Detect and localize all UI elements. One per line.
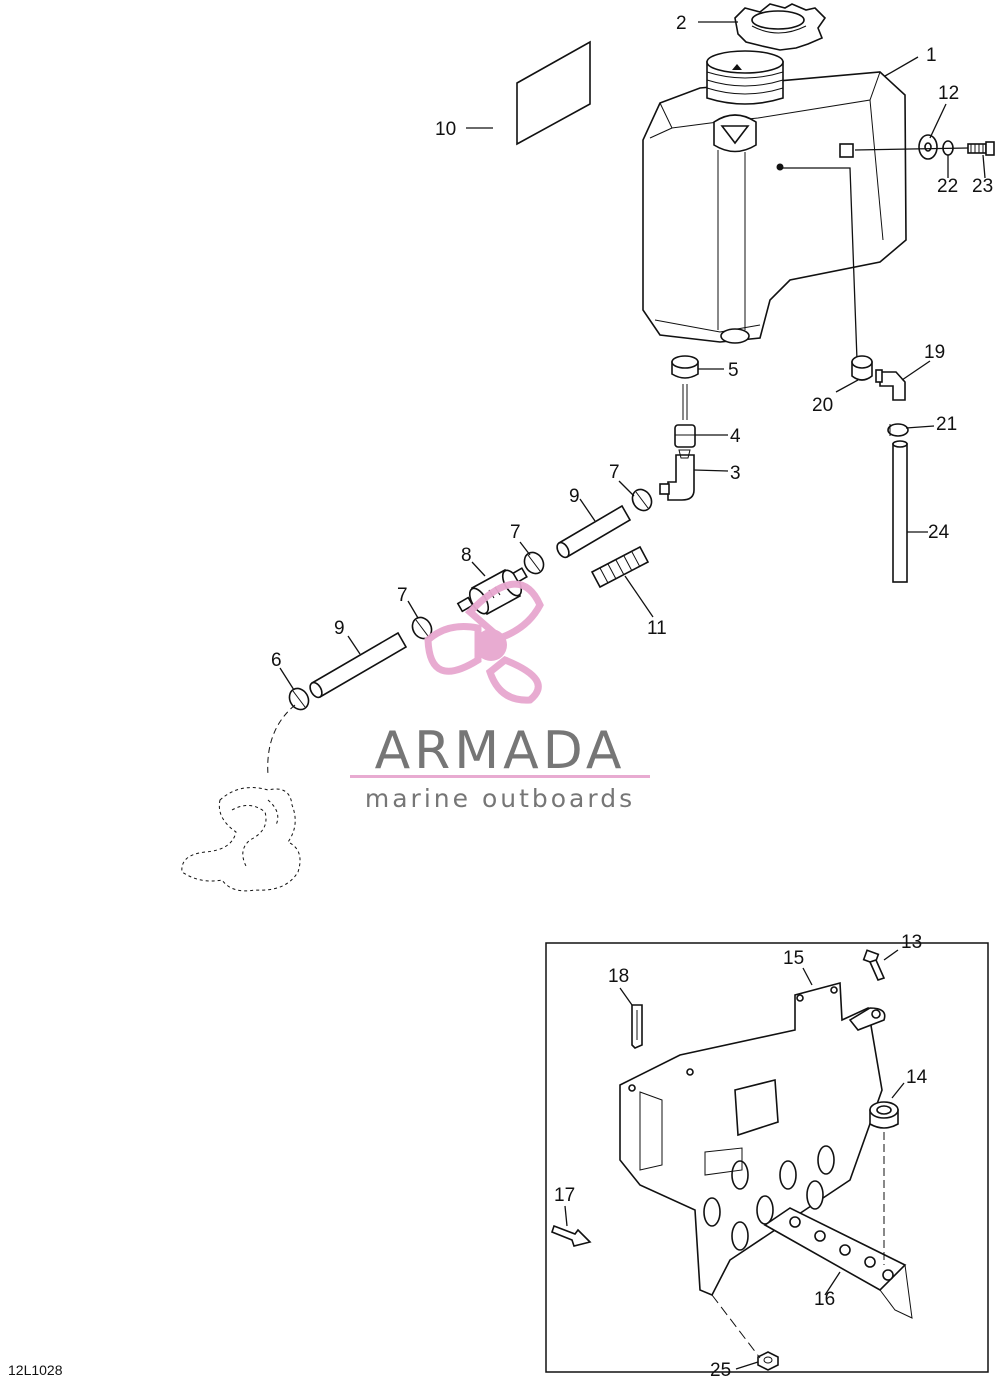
watermark: ARMADA marine outboards xyxy=(350,580,650,813)
drawing-reference-code: 12L1028 xyxy=(8,1362,63,1378)
callout-7-upper: 7 xyxy=(609,462,620,483)
callout-labels: 1 2 3 4 5 6 7 7 7 8 9 9 10 11 12 13 14 1… xyxy=(271,13,993,1381)
callout-25: 25 xyxy=(710,1360,731,1381)
callout-10: 10 xyxy=(435,119,456,140)
callout-3: 3 xyxy=(730,463,741,484)
hose-clamp-end xyxy=(288,687,310,711)
engine-connection-line xyxy=(267,704,296,776)
callout-16: 16 xyxy=(814,1289,835,1310)
support-plate xyxy=(763,1207,913,1319)
hose-clamp-b xyxy=(523,551,545,575)
callout-4: 4 xyxy=(730,426,741,447)
tank-filler-neck xyxy=(706,50,784,105)
hose-upper xyxy=(556,504,632,559)
watermark-divider xyxy=(350,775,650,778)
callout-20: 20 xyxy=(812,395,833,416)
screw-axis-line xyxy=(854,147,969,151)
callout-2: 2 xyxy=(676,13,687,34)
vent-axis-line xyxy=(780,167,858,361)
bracket-inset-frame xyxy=(545,942,989,1373)
callout-5: 5 xyxy=(728,360,739,381)
callout-7-lower: 7 xyxy=(397,585,408,606)
hose-clamp-a xyxy=(631,488,653,512)
vent-elbow xyxy=(875,369,906,401)
engine-reference-outline xyxy=(181,787,301,892)
push-rivet xyxy=(551,1224,592,1247)
engine-reference-detail xyxy=(231,799,279,867)
vent-grommet xyxy=(851,355,873,381)
hex-screw xyxy=(967,141,995,156)
callout-9-lower: 9 xyxy=(334,618,345,639)
callout-22: 22 xyxy=(937,176,958,197)
fitting-sleeve xyxy=(674,424,696,448)
watermark-tagline: marine outboards xyxy=(365,784,635,813)
callout-24: 24 xyxy=(928,522,950,543)
bracket-tab xyxy=(848,1007,886,1031)
outlet-tube xyxy=(682,384,688,420)
filler-cap xyxy=(734,3,827,51)
vent-hose xyxy=(892,440,908,583)
nut-axis-line xyxy=(711,1294,761,1359)
warning-decal xyxy=(516,40,591,146)
callout-21: 21 xyxy=(936,414,957,435)
tie-strap xyxy=(631,1004,643,1049)
oil-tank xyxy=(642,71,907,344)
hose-lower xyxy=(309,631,408,699)
callout-1: 1 xyxy=(926,45,937,66)
tank-vent-hole xyxy=(776,163,784,171)
hex-nut xyxy=(757,1351,779,1371)
callout-13: 13 xyxy=(901,932,922,953)
callout-11: 11 xyxy=(647,618,667,639)
protective-sleeve xyxy=(590,545,650,589)
callout-14: 14 xyxy=(906,1067,928,1088)
callout-7-middle: 7 xyxy=(510,522,521,543)
watermark-brand: ARMADA xyxy=(375,721,626,781)
callout-9-upper: 9 xyxy=(569,486,580,507)
flat-washer xyxy=(918,134,938,160)
leader-lines xyxy=(279,21,986,1370)
bracket-bolt xyxy=(862,949,886,981)
mounting-bracket xyxy=(619,981,883,1297)
callout-17: 17 xyxy=(554,1185,575,1206)
callout-12: 12 xyxy=(938,83,959,104)
outlet-grommet xyxy=(671,355,699,379)
callout-15: 15 xyxy=(783,948,804,969)
propeller-logo xyxy=(424,580,544,704)
callout-23: 23 xyxy=(972,176,993,197)
callout-18: 18 xyxy=(608,966,629,987)
elbow-fitting xyxy=(659,449,695,501)
vent-clamp xyxy=(887,423,909,437)
tank-mount-boss xyxy=(839,143,854,158)
callout-19: 19 xyxy=(924,342,945,363)
callout-8: 8 xyxy=(461,545,472,566)
bracket-grommet xyxy=(869,1101,899,1129)
callout-6: 6 xyxy=(271,650,282,671)
